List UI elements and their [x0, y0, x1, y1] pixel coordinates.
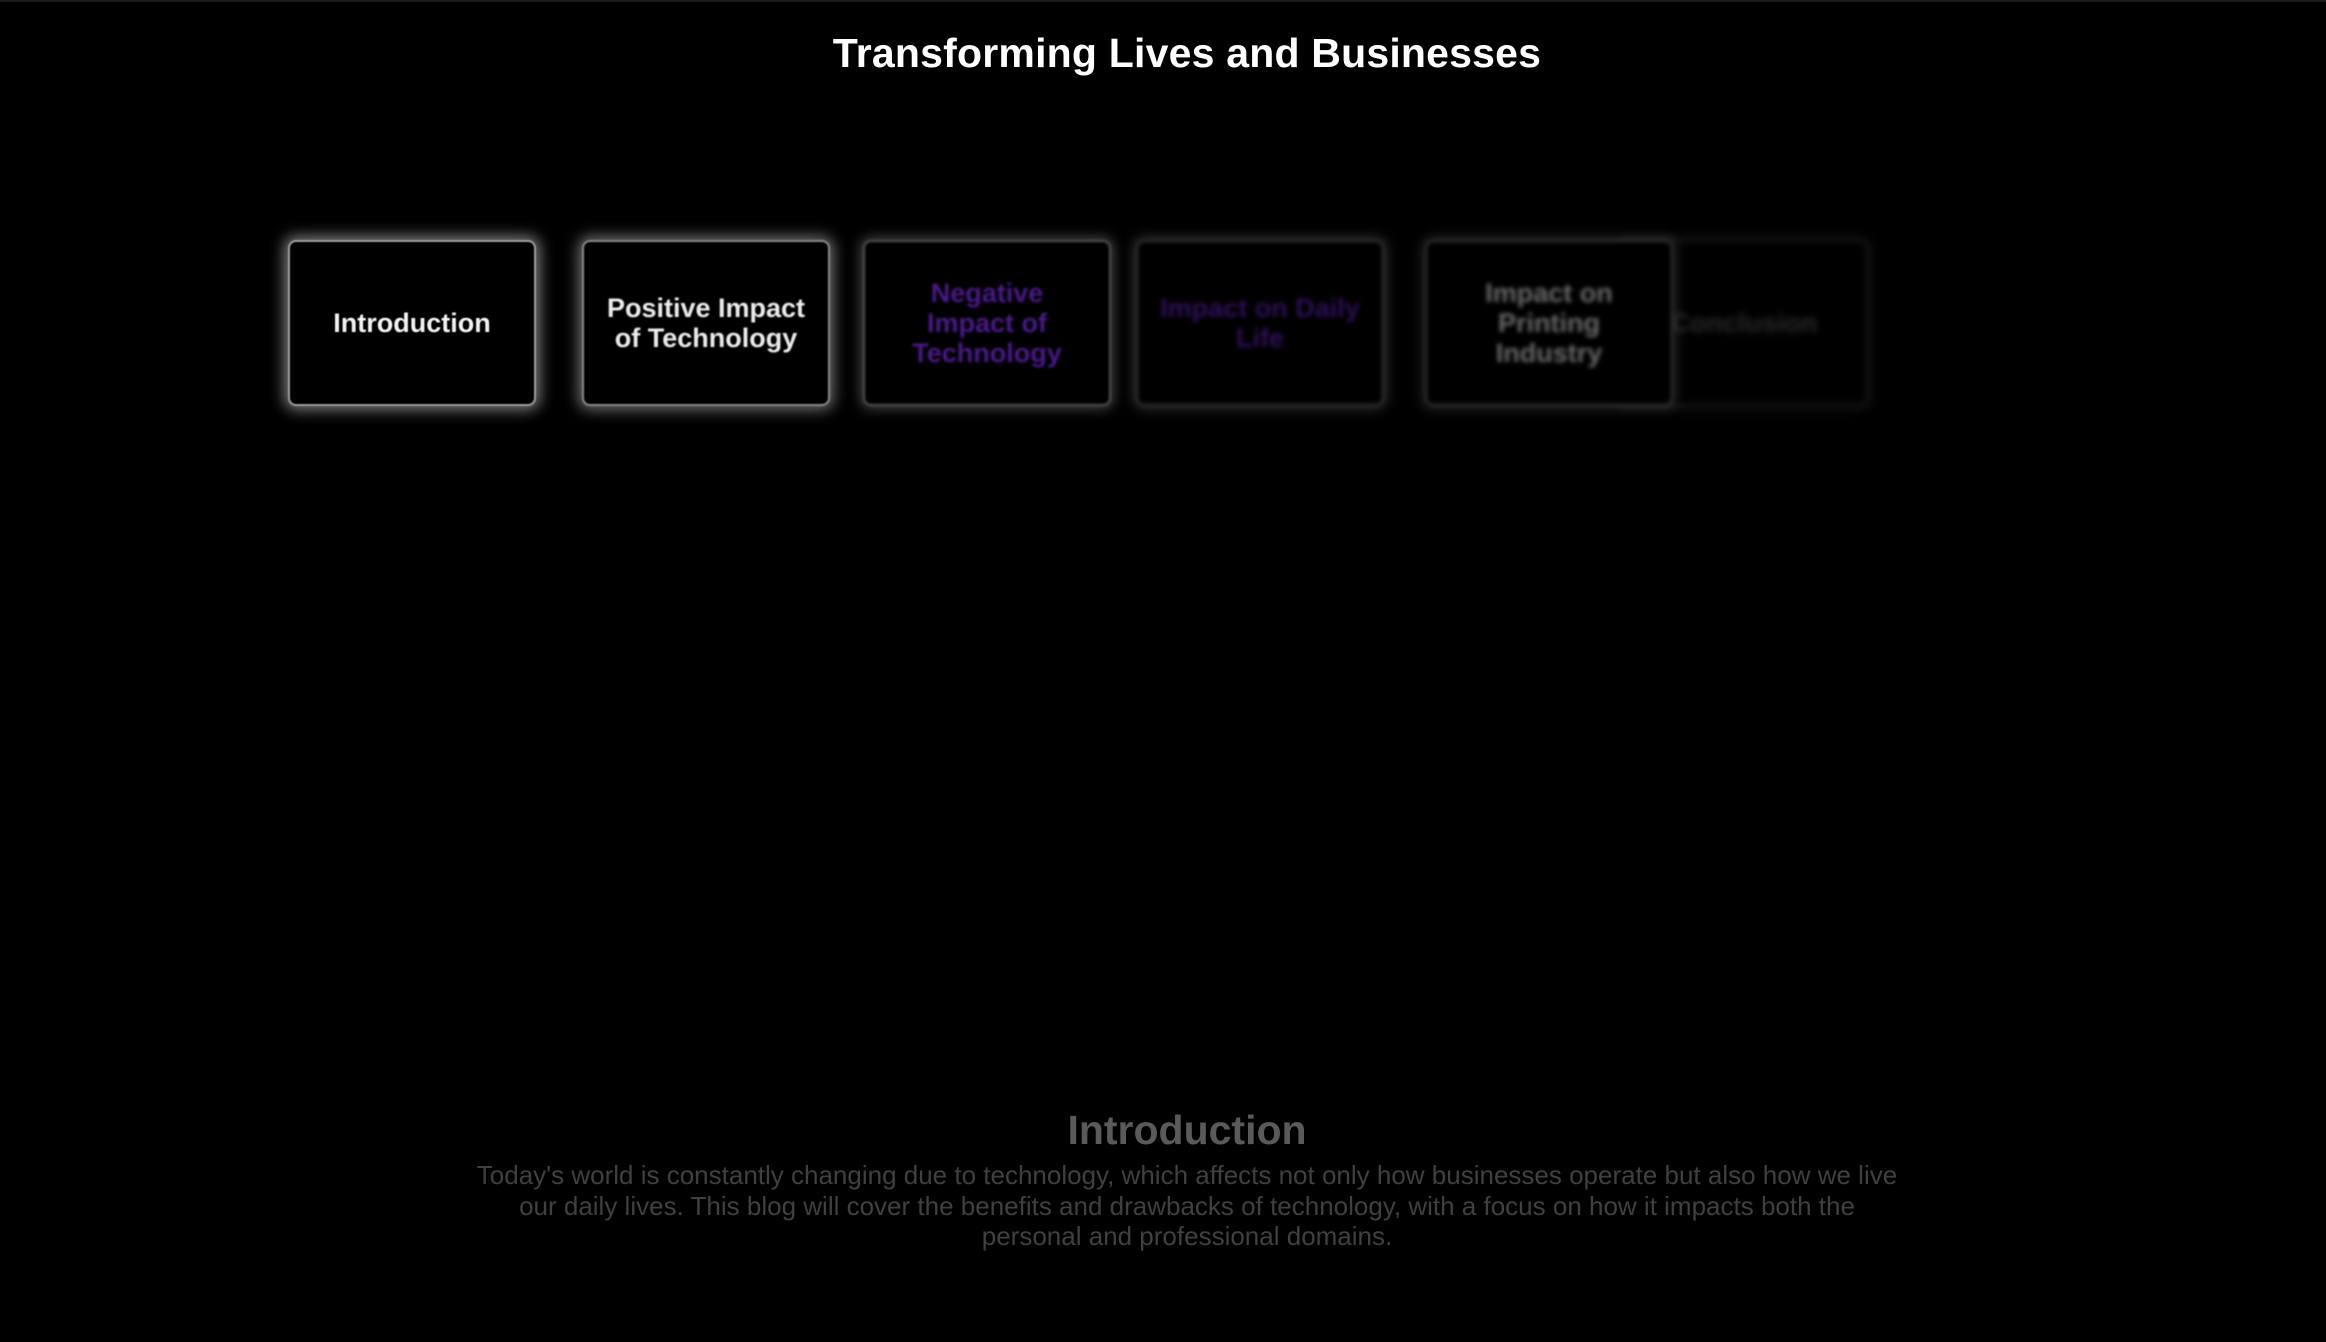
- page-title: Transforming Lives and Businesses: [832, 30, 1542, 76]
- nav-card-label: Conclusion: [1670, 308, 1818, 338]
- nav-card-positive-impact[interactable]: Positive Impact of Technology: [582, 240, 830, 406]
- nav-card-printing-industry[interactable]: Impact on Printing Industry: [1425, 240, 1673, 406]
- nav-card-label: Negative Impact of Technology: [912, 278, 1062, 368]
- top-divider: [0, 0, 2326, 2]
- nav-card-introduction[interactable]: Introduction: [288, 240, 536, 406]
- content-section: Introduction Today's world is constantly…: [470, 1100, 1904, 1252]
- section-body: Today's world is constantly changing due…: [476, 1160, 1898, 1251]
- nav-card-label: Positive Impact of Technology: [606, 293, 806, 353]
- section-title: Introduction: [1067, 1107, 1307, 1153]
- nav-card-negative-impact[interactable]: Negative Impact of Technology: [863, 240, 1111, 406]
- nav-card-label: Impact on Daily Life: [1160, 293, 1360, 353]
- nav-card-label: Introduction: [333, 308, 491, 338]
- nav-card-label: Impact on Printing Industry: [1485, 278, 1613, 368]
- nav-card-daily-life[interactable]: Impact on Daily Life: [1136, 240, 1384, 406]
